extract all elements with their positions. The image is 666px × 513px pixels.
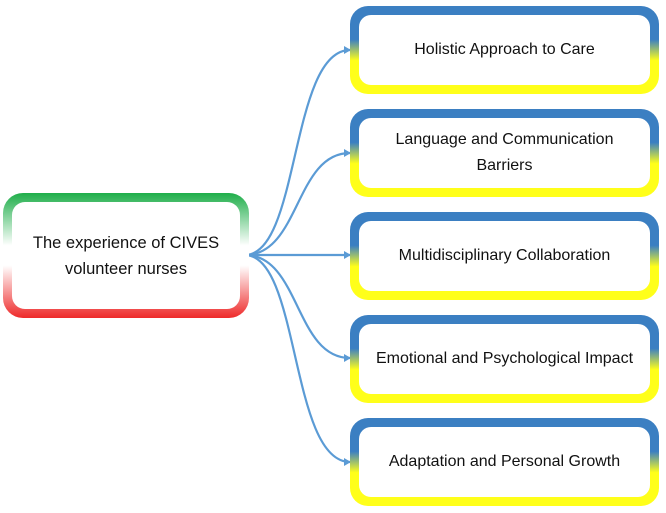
- theme-node-body: Emotional and Psychological Impact: [359, 324, 650, 394]
- theme-node-body: Adaptation and Personal Growth: [359, 427, 650, 497]
- theme-node-emotional-impact: Emotional and Psychological Impact: [350, 315, 659, 403]
- theme-node-body: Holistic Approach to Care: [359, 15, 650, 85]
- theme-node-label: Holistic Approach to Care: [414, 41, 595, 58]
- root-node-body: The experience of CIVES volunteer nurses: [12, 202, 240, 309]
- theme-node-body: Multidisciplinary Collaboration: [359, 221, 650, 291]
- theme-node-label: Multidisciplinary Collaboration: [398, 247, 611, 264]
- theme-node-label: Language and Communication Barriers: [395, 131, 614, 174]
- theme-node-body: Language and Communication Barriers: [359, 118, 650, 188]
- theme-node-adaptation-growth: Adaptation and Personal Growth: [350, 418, 659, 506]
- connector-2: [244, 149, 351, 257]
- theme-node-language-barriers: Language and Communication Barriers: [350, 109, 659, 197]
- connector-1: [244, 46, 351, 257]
- connector-5: [244, 253, 351, 466]
- theme-node-multidisciplinary: Multidisciplinary Collaboration: [350, 212, 659, 300]
- theme-node-label: Adaptation and Personal Growth: [388, 453, 621, 470]
- connector-4: [244, 253, 351, 362]
- theme-node-label: Emotional and Psychological Impact: [375, 350, 634, 367]
- root-node-label: The experience of CIVES volunteer nurses: [32, 233, 220, 278]
- theme-node-holistic-care: Holistic Approach to Care: [350, 6, 659, 94]
- root-node: The experience of CIVES volunteer nurses: [3, 193, 249, 318]
